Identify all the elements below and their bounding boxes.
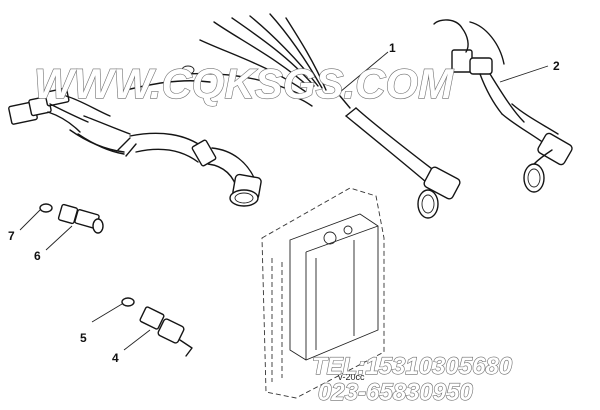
figure-code: v-20cc [338, 372, 365, 382]
center-harness-elbow [129, 132, 262, 207]
ecm-mounting-plate [261, 187, 385, 399]
callout-2: 2 [553, 59, 560, 73]
callout-4: 4 [112, 351, 119, 365]
watermark-phone: 023-65830950 [318, 379, 473, 406]
callout-1: 1 [389, 41, 396, 55]
right-connector-harness [433, 19, 573, 193]
callout-7: 7 [8, 229, 15, 243]
ecm-module [289, 213, 379, 361]
callout-6: 6 [34, 249, 41, 263]
callout-5: 5 [80, 331, 87, 345]
watermark-site: WWW.CQKSGS.COM [34, 60, 454, 108]
bundle-harness-elbow [339, 95, 461, 219]
watermark-tel: TEL:15310305680 [312, 353, 513, 380]
sensor-4 [121, 297, 193, 357]
wire-bundle [117, 13, 327, 107]
leader-lines [19, 51, 549, 351]
left-connector-harness [8, 87, 137, 157]
sensor-6 [39, 203, 104, 234]
